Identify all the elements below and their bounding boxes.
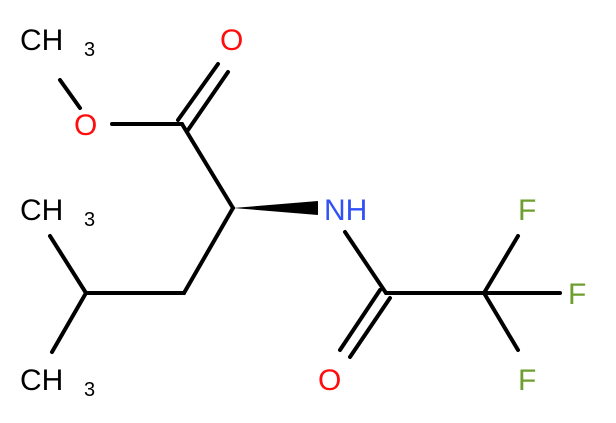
bond-ch-methyl-top [48,234,88,295]
bond-ester-carbonyl-2 [186,70,230,132]
bond-nh-amide-c [343,230,388,295]
atom-label-isopropyl-methyl-top-sub: 3 [84,209,95,231]
atom-label-ester-ether-oxygen: O [74,109,97,142]
bond-c-f-top [482,234,520,295]
atom-label-amide-nh: NH [324,194,367,227]
atom-label-methoxy-methyl: CH [20,24,63,57]
bond-ch-methyl-bottom [50,291,88,354]
atom-label-isopropyl-methyl-bottom-sub: 3 [84,379,95,401]
atom-label-group: CH 3 O O CH 3 NH F F F CH 3 O [20,24,586,401]
bond-group [48,62,562,359]
bond-amide-carbonyl-1 [338,288,382,352]
atom-label-fluorine-top: F [518,194,536,227]
atom-label-amide-carbonyl-oxygen: O [318,364,341,397]
bond-c-f-bottom [482,291,520,352]
atom-label-ester-carbonyl-oxygen: O [220,24,243,57]
atom-label-fluorine-right: F [568,278,586,311]
bond-amide-carbonyl-2 [348,296,392,359]
atom-label-isopropyl-methyl-top: CH [20,194,63,227]
bond-ester-carbonyl-1 [176,62,220,122]
bond-carbonyl-alpha [180,122,235,210]
bond-alpha-ch2 [182,206,235,295]
atom-label-isopropyl-methyl-bottom: CH [20,364,63,397]
bond-ch3-o [58,78,82,110]
stereo-wedge-bond [233,201,318,215]
atom-label-methoxy-methyl-sub: 3 [84,39,95,61]
atom-label-fluorine-bottom: F [518,364,536,397]
